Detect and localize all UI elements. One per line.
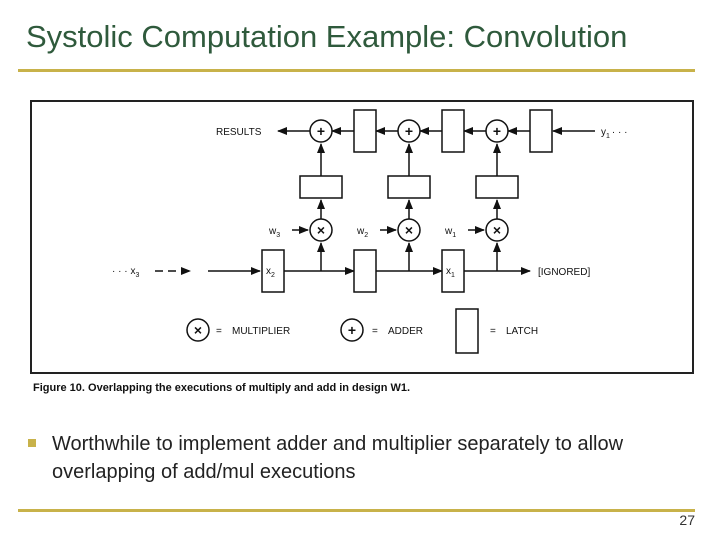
y-input-label: y1· · · <box>601 127 627 140</box>
multiplier-1 <box>309 218 333 242</box>
mid-latch-1 <box>299 175 343 199</box>
adder-1-symbol: + <box>317 123 325 139</box>
adder-3-symbol: + <box>493 123 501 139</box>
adder-1 <box>309 119 333 143</box>
legend-multiplier-label: MULTIPLIER <box>232 326 290 337</box>
mid-latch-2 <box>387 175 431 199</box>
multiplier-3-symbol: × <box>493 222 501 238</box>
bottom-latch-3 <box>441 249 465 293</box>
mid-latch-3 <box>475 175 519 199</box>
legend-latch-icon <box>455 308 479 354</box>
top-latch-2 <box>441 109 465 153</box>
bullet-marker <box>28 439 36 447</box>
footer-divider <box>18 509 695 512</box>
adder-2-symbol: + <box>405 123 413 139</box>
legend-adder-icon <box>340 318 364 342</box>
bottom-latch-2 <box>353 249 377 293</box>
legend-multiplier-equals: = <box>216 326 222 337</box>
top-latch-3 <box>529 109 553 153</box>
adder-2 <box>397 119 421 143</box>
top-latch-1 <box>353 109 377 153</box>
adder-3 <box>485 119 509 143</box>
title-divider <box>18 69 695 72</box>
multiplier-1-symbol: × <box>317 222 325 238</box>
bottom-latch-1 <box>261 249 285 293</box>
x2-label: x2 <box>266 266 275 279</box>
results-label: RESULTS <box>216 127 262 138</box>
legend-latch-equals: = <box>490 326 496 337</box>
bullet-text: Worthwhile to implement adder and multip… <box>52 433 624 483</box>
figure-caption: Figure 10. Overlapping the executions of… <box>33 382 411 394</box>
slide-title: Systolic Computation Example: Convolutio… <box>26 19 628 54</box>
multiplier-2 <box>397 218 421 242</box>
legend-adder-symbol: + <box>348 322 356 338</box>
legend-latch-label: LATCH <box>506 326 538 337</box>
multiplier-3 <box>485 218 509 242</box>
legend-adder-equals: = <box>372 326 378 337</box>
page-number: 27 <box>679 512 695 528</box>
legend-multiplier-icon <box>186 318 210 342</box>
ignored-label: [IGNORED] <box>538 267 590 278</box>
weight-1-label: w1 <box>444 226 456 239</box>
x1-label: x1 <box>446 266 455 279</box>
legend-multiplier-symbol: × <box>194 322 202 338</box>
weight-3-label: w3 <box>268 226 280 239</box>
systolic-diagram: + + + × × × × + RESULTS y1· · · w3 w2 w1… <box>112 109 627 354</box>
legend-adder-label: ADDER <box>388 326 423 337</box>
weight-2-label: w2 <box>356 226 368 239</box>
multiplier-2-symbol: × <box>405 222 413 238</box>
x-input-label: · · ·x3 <box>112 266 140 279</box>
